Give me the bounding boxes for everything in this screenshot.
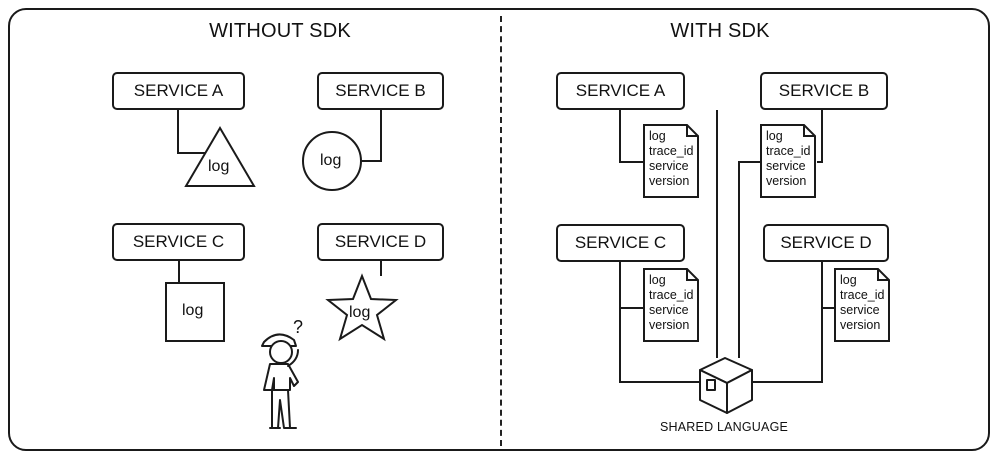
left-service-d: SERVICE D (317, 223, 444, 261)
doc-field-log: log (649, 273, 666, 287)
right-service-c: SERVICE C (556, 224, 685, 262)
doc-field-service: service (840, 303, 880, 317)
doc-field-trace-id: trace_id (649, 288, 694, 302)
doc-field-service: service (649, 159, 689, 173)
doc-field-service: service (766, 159, 806, 173)
doc-field-log: log (840, 273, 857, 287)
document-icon (643, 124, 699, 198)
doc-field-version: version (840, 318, 881, 332)
doc-field-service: service (649, 303, 689, 317)
square-log-label: log (182, 302, 204, 319)
doc-field-trace-id: trace_id (649, 144, 694, 158)
shared-language-caption: SHARED LANGUAGE (660, 420, 789, 434)
circle-shape (302, 131, 362, 191)
doc-field-log: log (766, 129, 783, 143)
with-sdk-title: WITH SDK (670, 20, 770, 42)
doc-field-version: version (649, 174, 690, 188)
document-icon (760, 124, 816, 198)
star-log-label: log (349, 304, 371, 321)
doc-service-d: log trace_id service version (834, 268, 890, 342)
circle-log-label: log (320, 152, 342, 169)
square-shape (165, 282, 225, 342)
left-service-a: SERVICE A (112, 72, 245, 110)
doc-field-trace-id: trace_id (766, 144, 811, 158)
right-service-d: SERVICE D (763, 224, 889, 262)
doc-field-version: version (766, 174, 807, 188)
left-service-b: SERVICE B (317, 72, 444, 110)
shared-language-box-icon (699, 357, 753, 414)
section-divider (500, 16, 502, 446)
question-mark: ? (293, 317, 304, 337)
left-service-c: SERVICE C (112, 223, 245, 261)
doc-field-trace-id: trace_id (840, 288, 885, 302)
doc-service-c: log trace_id service version (643, 268, 699, 342)
triangle-shape (184, 126, 256, 187)
document-icon (834, 268, 890, 342)
doc-service-b: log trace_id service version (760, 124, 816, 198)
doc-service-a: log trace_id service version (643, 124, 699, 198)
diagram-frame (8, 8, 990, 451)
doc-field-log: log (649, 129, 666, 143)
star-shape (325, 273, 399, 342)
doc-field-version: version (649, 318, 690, 332)
triangle-log-label: log (208, 158, 230, 175)
document-icon (643, 268, 699, 342)
without-sdk-title: WITHOUT SDK (209, 20, 351, 42)
confused-worker-icon (261, 333, 299, 429)
right-service-b: SERVICE B (760, 72, 888, 110)
right-service-a: SERVICE A (556, 72, 685, 110)
